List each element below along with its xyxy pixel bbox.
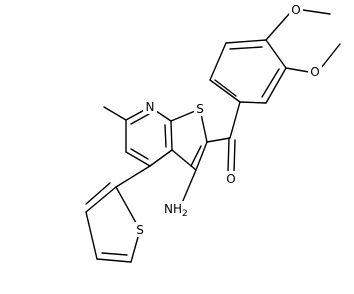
- methoxy-oxygen-top-label: O: [291, 3, 300, 17]
- bond-co-o-a: [227, 137, 230, 173]
- bond-c3-c3a: [171, 149, 197, 171]
- thienyl-sulfur-label: S: [136, 223, 144, 237]
- bond-co-o-b: [233, 139, 236, 173]
- bond-c3a-c4: [149, 149, 173, 167]
- bond-ar-c1-c2: [209, 79, 241, 103]
- carbonyl-oxygen-label: O: [226, 172, 235, 186]
- bond-c2-c3: [195, 141, 208, 171]
- pyridine-nitrogen-label: N: [146, 100, 155, 114]
- bond-th-c2-c3: [85, 186, 117, 213]
- bond-co-aryl: [229, 101, 241, 139]
- bond-c2-co: [206, 137, 231, 143]
- bond-lines: [85, 9, 341, 263]
- amino-group-label: NH2: [164, 202, 188, 219]
- bond-c4-thienyl: [115, 165, 151, 188]
- bond-ar-c1-c2-inner: [214, 79, 237, 97]
- bond-ar-c2-c3: [209, 42, 227, 81]
- bond-methyl: [103, 106, 127, 121]
- atom-labels: N S S O O O NH2: [134, 2, 322, 237]
- bond-o-mid-ch3: [320, 43, 341, 69]
- bond-c3-nh2: [181, 169, 197, 204]
- bond-ar-c5-c6-inner: [261, 68, 280, 98]
- bond-th-c4-c5-inner: [101, 252, 128, 256]
- thiophene-sulfur-label: S: [196, 102, 204, 116]
- bond-th-c3-c4: [85, 211, 98, 260]
- bond-ar-c3-c4: [225, 39, 267, 44]
- bond-ar-c4-c5: [265, 39, 287, 69]
- amino-nh-text: NH: [164, 202, 182, 216]
- bond-th-c2-c3-inner: [85, 182, 111, 205]
- amino-subscript-text: 2: [182, 209, 188, 219]
- bond-ar-c5-c6: [265, 67, 287, 104]
- bond-ar-c6-c1: [239, 101, 267, 104]
- bond-c7a-c3a-inner: [164, 124, 167, 148]
- bond-c6-n-inner: [130, 113, 150, 125]
- bond-th-c4-c5: [96, 258, 132, 263]
- methoxy-oxygen-mid-label: O: [310, 65, 319, 79]
- bond-c4-o-top: [265, 13, 290, 41]
- bond-ar-c3-c4-inner: [229, 46, 263, 50]
- bond-o-top-ch3: [302, 9, 331, 15]
- bond-c4-c5: [125, 151, 151, 167]
- bond-c5-o-mid: [285, 67, 310, 73]
- bond-c4-c5-inner: [130, 148, 149, 160]
- bond-c7a-c3a: [170, 120, 173, 151]
- bond-c2-c3-inner: [190, 145, 202, 167]
